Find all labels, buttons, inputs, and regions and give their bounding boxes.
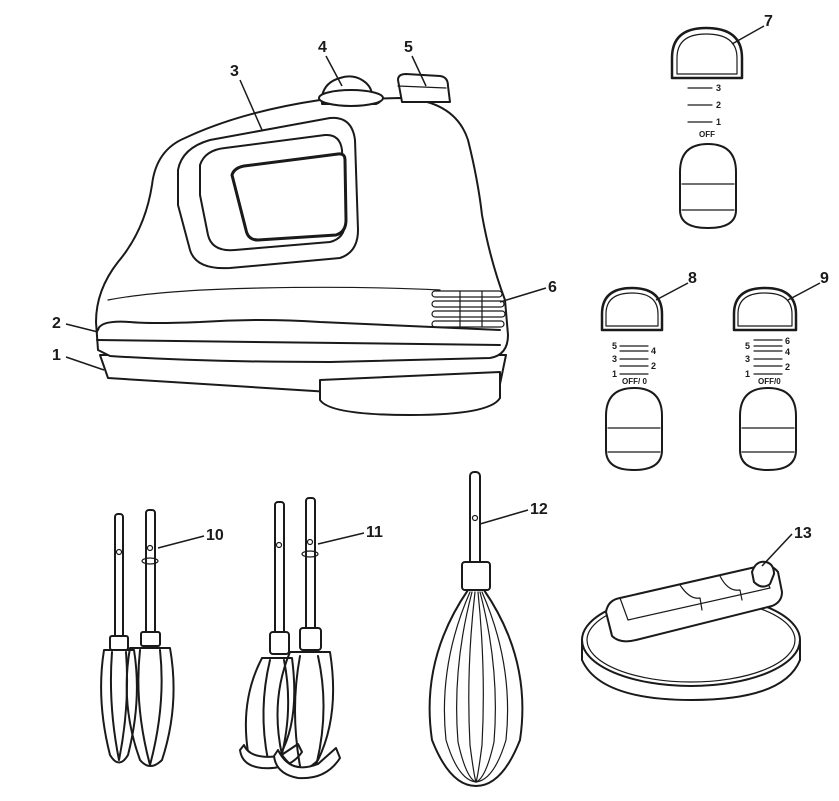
- callout-number: 1: [52, 347, 61, 364]
- callout-number: 5: [404, 39, 413, 56]
- speed-tick-label: 2: [716, 100, 721, 110]
- speed-control-knob-base: [318, 89, 384, 107]
- callout-number: 9: [820, 270, 829, 287]
- speed-off-label: OFF/0: [758, 377, 781, 386]
- callout-6: 6: [499, 279, 557, 303]
- speed-control-6-speed: 6 5 4 3 2 1 OFF/0: [732, 286, 798, 471]
- callout-number: 8: [688, 270, 697, 287]
- speed-slider-knob: [679, 143, 737, 229]
- mixer-bottom-cylinder: [319, 371, 501, 416]
- turbo-beaters: [239, 497, 341, 780]
- callout-5: 5: [404, 39, 427, 87]
- mixer-band-lower: [96, 339, 501, 346]
- speed-off-label: OFF: [699, 130, 715, 139]
- speed-tick-label: 1: [716, 117, 721, 127]
- speed-tick-label: 2: [651, 361, 656, 371]
- callout-2: 2: [52, 315, 99, 333]
- callout-12: 12: [479, 501, 548, 525]
- callout-1: 1: [52, 347, 105, 371]
- speed-off-label: OFF/ 0: [622, 377, 647, 386]
- callout-7: 7: [731, 13, 773, 45]
- speed-tick-label: 4: [651, 346, 656, 356]
- mixer-body-contour: [107, 286, 441, 301]
- callout-number: 2: [52, 315, 61, 332]
- mixer-band: [97, 319, 501, 331]
- callout-13: 13: [761, 525, 812, 567]
- speed-control-5-speed: 5 4 3 2 1 OFF/ 0: [600, 286, 664, 471]
- callout-number: 7: [764, 13, 773, 30]
- speed-selector-cap: [600, 286, 664, 332]
- callout-4: 4: [318, 39, 343, 87]
- speed-tick-label: 4: [785, 347, 790, 357]
- mixer-handle-grip: [230, 152, 348, 242]
- whisk: [428, 471, 524, 787]
- mixer-vents: [431, 290, 506, 328]
- callout-number: 13: [794, 525, 812, 542]
- standard-beaters: [100, 509, 175, 767]
- hand-mixer-body: [95, 73, 509, 416]
- callout-number: 12: [530, 501, 548, 518]
- callout-number: 3: [230, 63, 239, 80]
- callout-11: 11: [317, 524, 383, 545]
- speed-slider-knob: [739, 387, 797, 471]
- storage-case: [581, 560, 801, 701]
- speed-tick-label: 6: [785, 336, 790, 346]
- callout-number: 4: [318, 39, 327, 56]
- callout-10: 10: [157, 527, 224, 549]
- speed-tick-label: 2: [785, 362, 790, 372]
- callout-9: 9: [787, 270, 829, 301]
- speed-selector-cap: [732, 286, 798, 332]
- speed-tick-label: 1: [745, 369, 750, 379]
- speed-selector-cap: [670, 26, 744, 80]
- speed-tick-label: 1: [612, 369, 617, 379]
- callout-number: 10: [206, 527, 224, 544]
- callout-3: 3: [230, 63, 263, 131]
- callout-number: 11: [366, 524, 383, 541]
- speed-tick-label: 3: [745, 354, 750, 364]
- speed-tick-label: 5: [612, 341, 617, 351]
- speed-slider-knob: [605, 387, 663, 471]
- storage-case-holder: [605, 564, 783, 643]
- beater-eject-button: [397, 73, 451, 103]
- speed-tick-label: 5: [745, 341, 750, 351]
- callout-8: 8: [655, 270, 697, 301]
- speed-tick-label: 3: [612, 354, 617, 364]
- speed-tick-label: 3: [716, 83, 721, 93]
- speed-control-3-speed: 3 2 1 OFF: [670, 26, 744, 229]
- callout-number: 6: [548, 279, 557, 296]
